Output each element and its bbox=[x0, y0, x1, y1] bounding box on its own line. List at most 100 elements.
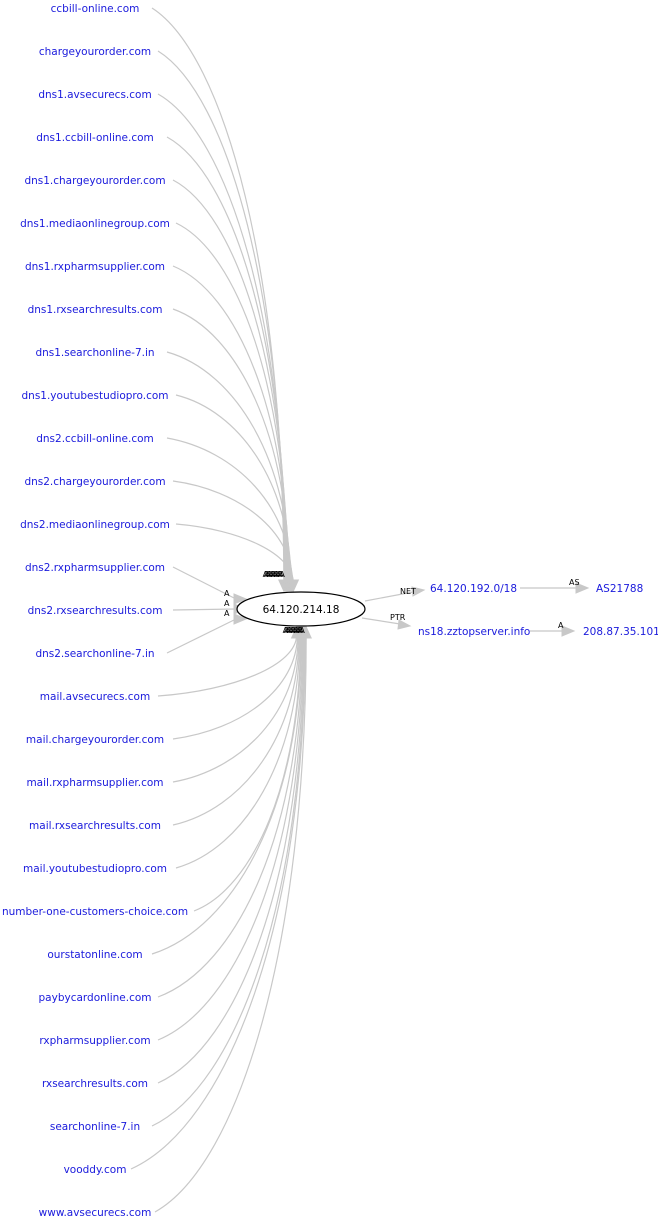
domain-node-13[interactable]: dns2.mediaonlinegroup.com bbox=[20, 519, 170, 531]
edge-label-domain-07: A bbox=[271, 570, 277, 579]
center-node-label: 64.120.214.18 bbox=[263, 604, 340, 616]
edge-label-domain-08: A bbox=[272, 570, 278, 579]
domain-node-03[interactable]: dns1.avsecurecs.com bbox=[38, 89, 151, 101]
domain-node-21[interactable]: mail.youtubestudiopro.com bbox=[23, 863, 167, 875]
domain-node-10[interactable]: dns1.youtubestudiopro.com bbox=[22, 390, 169, 402]
domain-node-20[interactable]: mail.rxsearchresults.com bbox=[29, 820, 161, 832]
edge-label-domain-23: A bbox=[291, 626, 297, 635]
domain-node-14[interactable]: dns2.rxpharmsupplier.com bbox=[25, 562, 165, 574]
edge-label-domain-21: A bbox=[288, 626, 294, 635]
edge-domain-28 bbox=[130, 634, 306, 1170]
edge-label-ptr-a: A bbox=[558, 621, 564, 630]
domain-node-24[interactable]: paybycardonline.com bbox=[39, 992, 152, 1004]
edge-center-to-net bbox=[364, 591, 414, 602]
edge-label-domain-24: A bbox=[292, 626, 298, 635]
edge-domain-20 bbox=[172, 634, 300, 826]
arrowhead-domain-29 bbox=[300, 625, 312, 639]
edge-domain-17 bbox=[157, 634, 298, 697]
domain-node-15[interactable]: dns2.rxsearchresults.com bbox=[28, 605, 163, 617]
domain-node-06[interactable]: dns1.mediaonlinegroup.com bbox=[20, 218, 170, 230]
edge-label-domain-27: A bbox=[297, 626, 303, 635]
edge-label-domain-09: A bbox=[274, 570, 280, 579]
arrowhead-ptr-a bbox=[561, 625, 576, 637]
edge-label-net: NET bbox=[400, 587, 416, 596]
edge-domain-22 bbox=[193, 634, 302, 912]
arrowhead-net bbox=[411, 586, 426, 597]
edge-label-domain-18: A bbox=[284, 626, 290, 635]
right-branch: NET 64.120.192.0/18 AS AS21788 PTR ns18.… bbox=[361, 578, 658, 638]
edge-domain-24 bbox=[157, 634, 303, 998]
domain-node-19[interactable]: mail.rxpharmsupplier.com bbox=[26, 777, 163, 789]
domain-nodes-layer: ccbill-online.com chargeyourorder.com dns1… bbox=[2, 3, 188, 1219]
node-net-block[interactable]: 64.120.192.0/18 bbox=[430, 583, 517, 595]
center-node-ellipse[interactable] bbox=[236, 591, 366, 627]
edge-domain-10 bbox=[175, 394, 292, 584]
edge-center-to-ptr bbox=[361, 617, 401, 625]
edge-domain-13 bbox=[175, 523, 294, 584]
edges-layer bbox=[130, 7, 312, 1213]
domain-node-05[interactable]: dns1.chargeyourorder.com bbox=[24, 175, 165, 187]
node-ptr-a-ip[interactable]: 208.87.35.101 bbox=[583, 626, 658, 638]
domain-node-04[interactable]: dns1.ccbill-online.com bbox=[36, 132, 154, 144]
domain-node-16[interactable]: dns2.searchonline-7.in bbox=[35, 648, 154, 660]
edge-domain-23 bbox=[151, 634, 302, 955]
edge-domain-18 bbox=[172, 634, 298, 740]
edge-label-as: AS bbox=[569, 578, 580, 587]
edge-label-domain-29: A bbox=[299, 626, 305, 635]
domain-node-23[interactable]: ourstatonline.com bbox=[47, 949, 142, 961]
edge-domain-26 bbox=[157, 634, 305, 1084]
domain-node-09[interactable]: dns1.searchonline-7.in bbox=[35, 347, 154, 359]
domain-node-11[interactable]: dns2.ccbill-online.com bbox=[36, 433, 154, 445]
domain-node-29[interactable]: www.avsecurecs.com bbox=[39, 1207, 152, 1219]
edge-label-ptr: PTR bbox=[390, 613, 406, 622]
domain-node-02[interactable]: chargeyourorder.com bbox=[39, 46, 151, 58]
edge-label-domain-11: A bbox=[277, 570, 283, 579]
domain-node-27[interactable]: searchonline-7.in bbox=[50, 1121, 140, 1133]
domain-node-01[interactable]: ccbill-online.com bbox=[51, 3, 140, 15]
edge-label-domain-04: A bbox=[267, 570, 273, 579]
arrowhead-domain-16 bbox=[233, 613, 248, 625]
center-node[interactable]: 64.120.214.18 bbox=[236, 591, 366, 627]
edge-domain-05 bbox=[172, 179, 288, 584]
edge-domain-15 bbox=[172, 608, 237, 611]
edge-label-domain-06: A bbox=[270, 570, 276, 579]
edge-label-domain-26: A bbox=[295, 626, 301, 635]
edge-label-domain-19: A bbox=[285, 626, 291, 635]
arrowhead-domain-14 bbox=[233, 593, 248, 605]
edge-label-domain-10: A bbox=[275, 570, 281, 579]
edge-domain-14 bbox=[172, 566, 237, 600]
domain-node-25[interactable]: rxpharmsupplier.com bbox=[39, 1035, 150, 1047]
domain-node-17[interactable]: mail.avsecurecs.com bbox=[40, 691, 150, 703]
domain-node-18[interactable]: mail.chargeyourorder.com bbox=[26, 734, 164, 746]
edge-label-domain-22: A bbox=[290, 626, 296, 635]
edge-label-domain-13: A bbox=[279, 570, 285, 579]
edge-domain-11 bbox=[166, 437, 293, 584]
domain-node-07[interactable]: dns1.rxpharmsupplier.com bbox=[25, 261, 165, 273]
domain-node-22[interactable]: number-one-customers-choice.com bbox=[2, 906, 188, 918]
edge-label-domain-17: A bbox=[283, 626, 289, 635]
edge-label-domain-16: A bbox=[224, 609, 230, 618]
arrowhead-domain-13 bbox=[287, 579, 300, 593]
edge-label-domain-01: A bbox=[263, 570, 269, 579]
edge-label-domain-28: A bbox=[298, 626, 304, 635]
edge-domain-19 bbox=[172, 634, 299, 783]
domain-node-26[interactable]: rxsearchresults.com bbox=[42, 1078, 148, 1090]
node-as[interactable]: AS21788 bbox=[596, 583, 643, 595]
arrowhead-as bbox=[575, 582, 590, 594]
edge-label-domain-02: A bbox=[264, 570, 270, 579]
edge-domain-07 bbox=[172, 265, 290, 584]
domain-node-28[interactable]: vooddy.com bbox=[64, 1164, 127, 1176]
edge-label-domain-25: A bbox=[294, 626, 300, 635]
edge-domain-29 bbox=[154, 634, 307, 1213]
edge-label-domain-20: A bbox=[287, 626, 293, 635]
edge-domain-16 bbox=[166, 618, 237, 654]
domain-node-08[interactable]: dns1.rxsearchresults.com bbox=[28, 304, 163, 316]
node-ptr-host[interactable]: ns18.zztopserver.info bbox=[418, 626, 530, 638]
arrowhead-ptr bbox=[397, 619, 412, 630]
edge-domain-04 bbox=[166, 136, 287, 584]
edge-label-domain-14: A bbox=[224, 589, 230, 598]
domain-node-12[interactable]: dns2.chargeyourorder.com bbox=[24, 476, 165, 488]
edge-label-domain-05: A bbox=[268, 570, 274, 579]
